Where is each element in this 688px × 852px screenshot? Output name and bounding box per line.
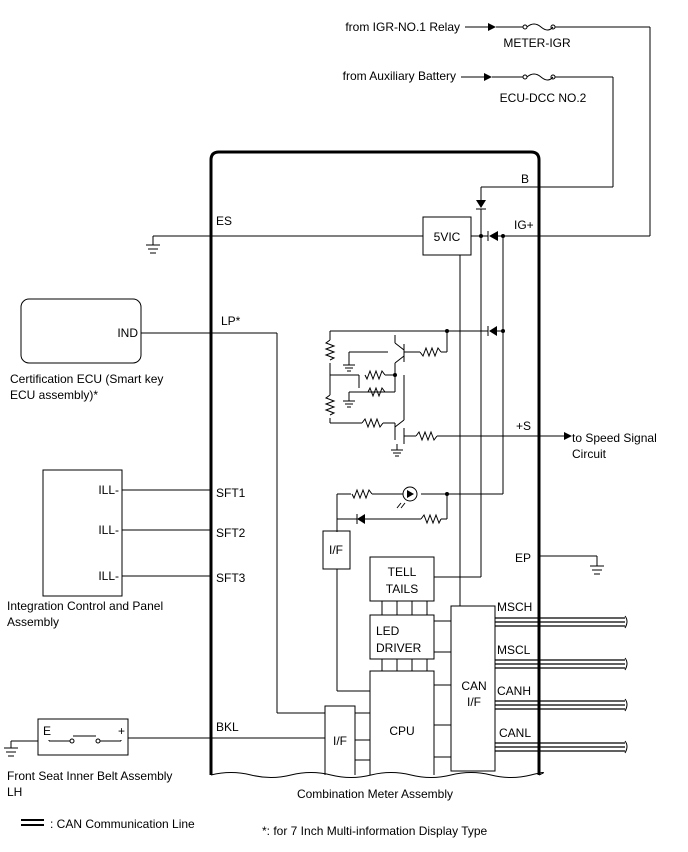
meter-outline [209,150,541,775]
cpu-block [369,670,435,775]
pin-plus-s: +S [516,419,531,433]
belt-e-pin: E [43,724,51,738]
tell-tails-block [369,556,435,602]
icp-ill-pin-2: ILL- [98,523,119,537]
indicator-network [336,486,503,532]
tell-tails-label-2: TAILS [386,582,418,596]
speed-circuit-label-1: to Speed Signal [572,431,657,445]
belt-label-2: LH [7,785,22,799]
meter-assembly-label: Combination Meter Assembly [297,787,453,801]
pin-mscl: MSCL [497,643,531,657]
pin-canh: CANH [497,684,531,698]
aux-supply: from Auxiliary Battery ECU-DCC NO.2 [343,69,613,105]
legend-can-line: : CAN Communication Line [50,817,195,831]
pin-b: B [521,172,529,186]
speed-circuit-label-2: Circuit [572,447,607,461]
legend: : CAN Communication Line *: for 7 Inch M… [21,817,488,838]
if-lower-block [324,705,356,775]
led-driver-label-2: DRIVER [376,641,422,655]
aux-source-label: from Auxiliary Battery [343,69,456,83]
pin-ig-plus: IG+ [514,218,534,232]
igr-supply: from IGR-NO.1 Relay METER-IGR [345,20,650,50]
pin-ep: EP [515,551,531,565]
can-if-label-2: I/F [467,695,481,709]
pin-bkl: BKL [216,720,239,734]
meter-igr-fuse-label: METER-IGR [503,36,571,50]
icp-label-1: Integration Control and Panel [7,599,163,613]
icp-ill-pin-3: ILL- [98,569,119,583]
pin-es: ES [216,214,232,228]
if-upper-label: I/F [329,543,343,557]
can-lines [495,615,628,754]
pin-msch: MSCH [497,600,532,614]
belt-plus-pin: + [118,724,125,738]
pin-sft1: SFT1 [216,486,246,500]
integration-panel-box [42,469,123,597]
cert-ecu-label-2: ECU assembly)* [10,388,98,402]
belt-switch-box [37,718,129,756]
belt-label-1: Front Seat Inner Belt Assembly [7,769,172,783]
led-driver-label-1: LED [376,624,400,638]
icp-ill-pin-1: ILL- [98,483,119,497]
pin-sft2: SFT2 [216,526,246,540]
igr-source-label: from IGR-NO.1 Relay [345,20,460,34]
icp-label-2: Assembly [7,615,59,629]
can-if-block [450,605,496,772]
cert-ind-pin: IND [117,326,138,340]
pin-lp: LP* [221,314,241,328]
ecu-dcc-fuse-label: ECU-DCC NO.2 [500,91,587,105]
tell-tails-label-1: TELL [388,565,417,579]
pin-canl: CANL [499,726,531,740]
if-lower-label: I/F [333,734,347,748]
transistor-network [324,326,572,457]
cert-ecu-label-1: Certification ECU (Smart key [10,372,163,386]
certification-ecu-box [20,298,142,364]
cpu-label: CPU [389,724,414,738]
led-driver-block [369,614,435,660]
5vic-label: 5VIC [434,230,461,244]
legend-footnote: *: for 7 Inch Multi-information Display … [262,824,488,838]
can-if-label-1: CAN [461,679,486,693]
pin-sft3: SFT3 [216,571,246,585]
